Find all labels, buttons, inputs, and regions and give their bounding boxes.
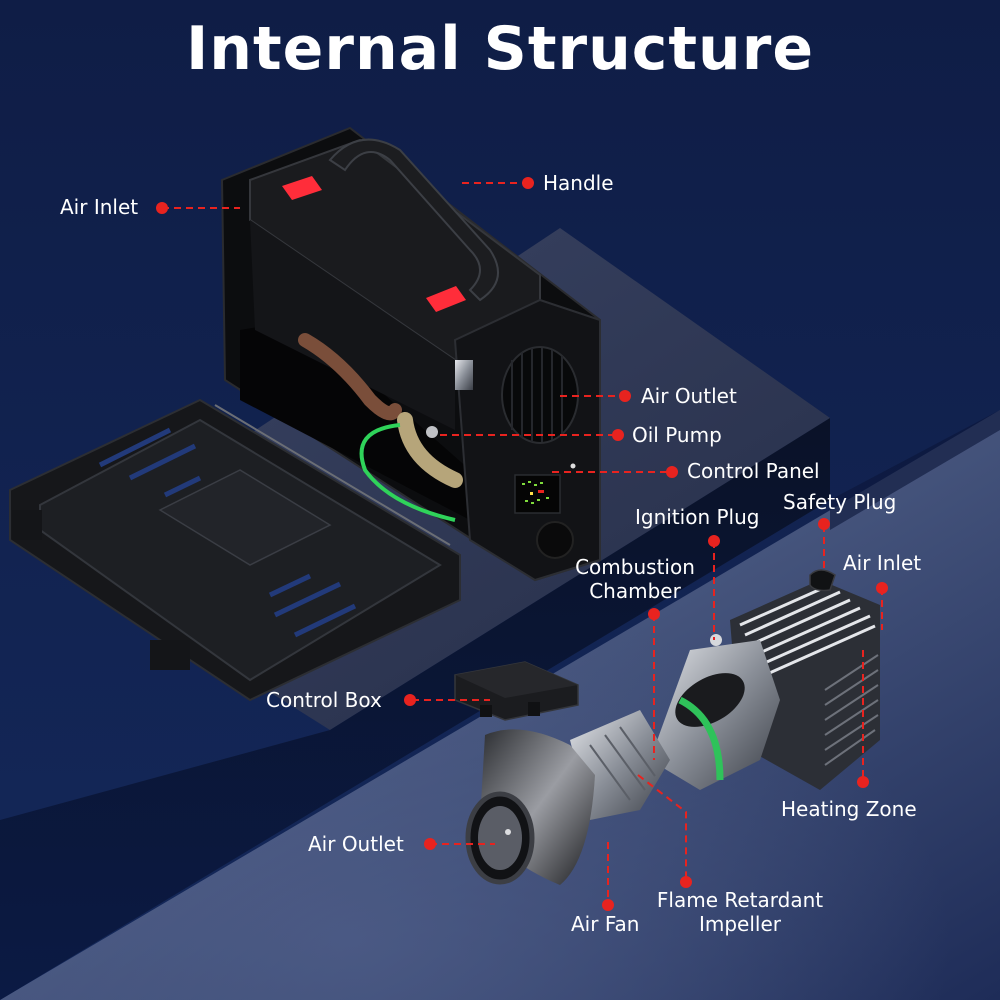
dot-air-inlet-top — [156, 202, 168, 214]
dot-handle — [522, 177, 534, 189]
dot-ignition-plug — [708, 535, 720, 547]
label-air-inlet-top: Air Inlet — [60, 195, 139, 219]
dot-air-inlet-right — [876, 582, 888, 594]
label-oil-pump: Oil Pump — [632, 423, 722, 447]
label-air-fan: Air Fan — [571, 912, 640, 936]
callout-dots — [156, 177, 888, 911]
pedestal-shadow — [830, 410, 1000, 530]
leader-flame-retardant — [637, 774, 687, 882]
dot-heating-zone — [857, 776, 869, 788]
dot-control-box — [404, 694, 416, 706]
control-box-part — [454, 661, 579, 721]
dot-oil-pump — [612, 429, 624, 441]
label-control-box: Control Box — [266, 688, 382, 712]
label-safety-plug: Safety Plug — [783, 490, 897, 514]
label-combustion-chamber-line2: Chamber — [589, 579, 681, 603]
label-air-outlet-bottom: Air Outlet — [308, 832, 404, 856]
dot-control-panel — [666, 466, 678, 478]
dot-air-fan — [602, 899, 614, 911]
heater-lid-tray — [9, 398, 461, 702]
dot-flame-retardant — [680, 876, 692, 888]
pedestal-front — [0, 418, 830, 1000]
label-flame-retardant-line1: Flame Retardant — [656, 888, 824, 912]
heater-body — [220, 126, 601, 582]
dot-air-outlet-top — [619, 390, 631, 402]
leader-lines — [162, 182, 883, 905]
combustion-assembly — [465, 569, 880, 885]
label-combustion-chamber: Combustion Chamber — [560, 555, 710, 603]
dot-safety-plug — [818, 518, 830, 530]
label-air-outlet-top: Air Outlet — [641, 384, 737, 408]
dot-combustion-chamber — [648, 608, 660, 620]
label-handle: Handle — [543, 171, 614, 195]
dot-air-outlet-bottom — [424, 838, 436, 850]
label-flame-retardant-impeller: Flame Retardant Impeller — [640, 888, 840, 936]
label-flame-retardant-line2: Impeller — [698, 912, 782, 936]
page-title: Internal Structure — [185, 14, 815, 84]
label-air-inlet-right: Air Inlet — [843, 551, 922, 575]
label-ignition-plug: Ignition Plug — [635, 505, 760, 529]
label-combustion-chamber-line1: Combustion — [575, 555, 695, 579]
label-heating-zone: Heating Zone — [781, 797, 917, 821]
label-control-panel: Control Panel — [687, 459, 820, 483]
